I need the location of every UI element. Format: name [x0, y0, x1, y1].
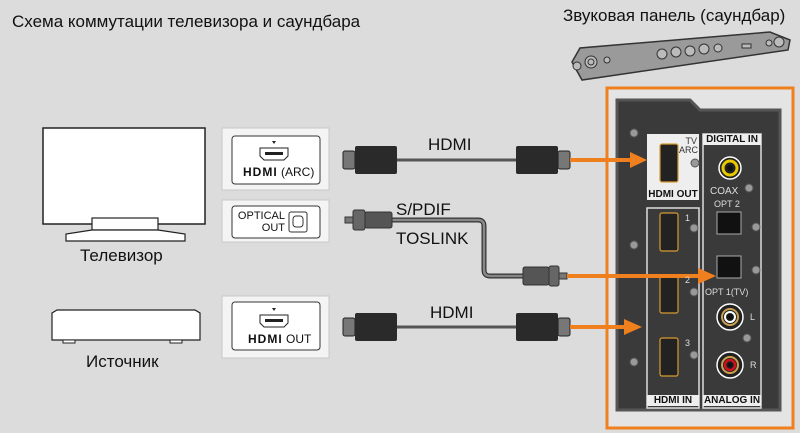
analog-in-label: ANALOG IN: [703, 395, 761, 406]
hdmi-top-label: HDMI: [428, 135, 472, 154]
optical-cable: [344, 209, 568, 287]
analog-l-port[interactable]: [716, 303, 744, 331]
soundbar-icon: [571, 31, 791, 81]
opt1-label: OPT 1(TV): [705, 287, 749, 297]
hdmi-bottom-label: HDMI: [430, 303, 474, 322]
analog-r-label: R: [750, 360, 757, 370]
opt2-port[interactable]: [716, 211, 742, 235]
hdmi-out-port[interactable]: [659, 143, 679, 183]
hdmi-in-1-num: 1: [685, 213, 691, 223]
source-device-icon: [51, 309, 201, 344]
tv-arc-label: TV ARC: [679, 136, 699, 155]
arrow-optical: [567, 268, 716, 284]
source-hdmi-out-label: HDMI OUT: [248, 332, 311, 346]
hdmi-logo: HDMI: [243, 165, 278, 179]
analog-l-label: L: [750, 312, 756, 322]
coax-port[interactable]: [718, 156, 742, 180]
tv-optical-label: OPTICAL OUT: [237, 210, 285, 234]
hdmi-in-2-num: 2: [685, 275, 691, 285]
out-suffix: OUT: [286, 332, 312, 346]
opt1-port[interactable]: [716, 255, 742, 279]
arrow-hdmi-arc: [570, 152, 647, 168]
diagram-title: Схема коммутации телевизора и саундбара: [12, 12, 361, 31]
screws: [629, 128, 761, 367]
tv-optical-port: [221, 199, 330, 243]
hdmi-in-1-port[interactable]: [659, 212, 679, 252]
tv-label: Телевизор: [80, 246, 163, 265]
hdmi-in-area: [646, 207, 700, 409]
arc-suffix: (ARC): [281, 165, 315, 179]
spdif-label: S/PDIF: [396, 200, 451, 219]
source-label: Источник: [86, 352, 159, 371]
hdmi-in-label: HDMI IN: [647, 395, 699, 406]
opt2-label: OPT 2: [714, 199, 740, 209]
tv-hdmi-arc-label: HDMI (ARC): [243, 165, 314, 179]
arrow-hdmi-in: [570, 319, 642, 335]
optical-line2: OUT: [261, 222, 285, 234]
toslink-label: TOSLINK: [396, 229, 469, 248]
hdmi-cable-bottom: [342, 313, 571, 341]
hdmi-in-3-port[interactable]: [659, 337, 679, 377]
hdmi-cable-top: [342, 146, 571, 174]
hdmi-in-2-port[interactable]: [659, 274, 679, 314]
hdmi-in-3-num: 3: [685, 338, 691, 348]
source-hdmi-out-port: [221, 295, 330, 359]
optical-line1: OPTICAL: [237, 210, 285, 222]
tv-icon: [42, 127, 206, 242]
hdmi-logo: HDMI: [248, 332, 283, 346]
analog-r-port[interactable]: [716, 351, 744, 379]
soundbar-title: Звуковая панель (саундбар): [563, 6, 786, 25]
digital-in-label: DIGITAL IN: [703, 134, 761, 145]
hdmi-out-label: HDMI OUT: [647, 189, 699, 200]
tv-hdmi-arc-port: [221, 127, 330, 191]
coax-label: COAX: [710, 186, 739, 197]
